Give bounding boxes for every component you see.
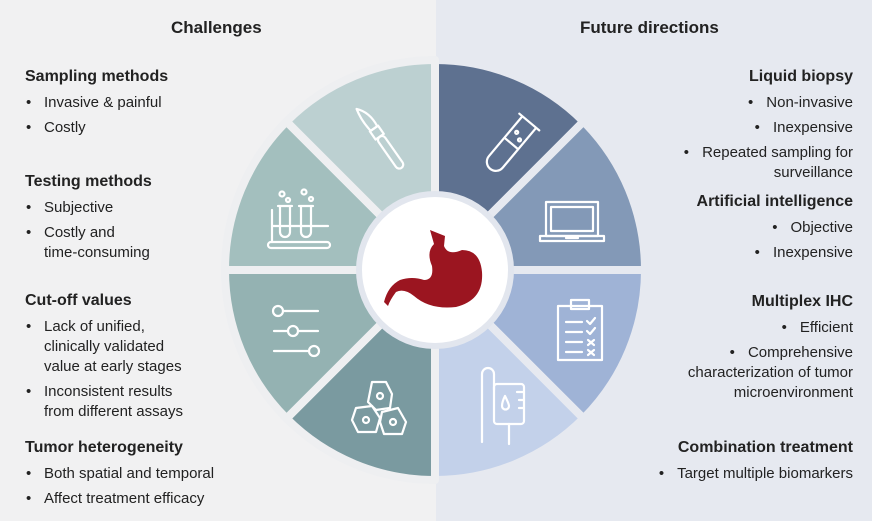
future-combination-treatment: Combination treatment • Target multiple bi… bbox=[613, 438, 853, 489]
bullet-text-line: Invasive & painful bbox=[44, 94, 162, 111]
section-title: Combination treatment bbox=[677, 439, 853, 456]
bullet-text-line: Subjective bbox=[44, 199, 114, 216]
bullet-text-line: Inexpensive bbox=[772, 119, 853, 136]
future-artificial-intelligence: Artificial intelligence • Objective • Inexpe… bbox=[613, 192, 853, 268]
bullet-text-line: Costly bbox=[44, 119, 86, 136]
scalpel-icon bbox=[355, 107, 405, 170]
clipboard-checklist-icon bbox=[556, 298, 604, 362]
bullet-text: microenvironment bbox=[733, 384, 853, 401]
bullet-text: • Inexpensive bbox=[613, 243, 853, 263]
bullet-text: time-consuming bbox=[44, 244, 150, 261]
bullet-text: clinically validated bbox=[44, 338, 165, 355]
challenges-heading: Challenges bbox=[171, 18, 262, 37]
bullet-text: • Affect treatment efficacy bbox=[26, 489, 235, 509]
bullet-icon: • bbox=[729, 344, 735, 361]
bullet-text: • Invasive & painful bbox=[26, 93, 235, 113]
sliders-icon bbox=[271, 304, 321, 358]
bullet-icon: • bbox=[26, 383, 32, 400]
bullet-text: • Lack of unified, bbox=[26, 317, 235, 337]
bullet-icon: • bbox=[26, 318, 32, 335]
bullet-item: • Both spatial and temporal bbox=[25, 464, 235, 484]
bullet-text: • Inconsistent results bbox=[26, 382, 235, 402]
bullet-text-line: Both spatial and temporal bbox=[44, 465, 215, 482]
section-title: Artificial intelligence bbox=[696, 193, 853, 210]
bullet-item: • Repeated sampling for surveillance bbox=[613, 143, 853, 183]
bullet-text: • Costly bbox=[26, 118, 235, 138]
bullet-text: value at early stages bbox=[44, 358, 182, 375]
future-directions-heading: Future directions bbox=[580, 18, 719, 37]
bullet-item: • Efficient bbox=[613, 318, 853, 338]
future-multiplex-ihc: Multiplex IHC • Efficient • Comprehensive cha… bbox=[613, 292, 853, 408]
challenge-cut-off-values: Cut-off values • Lack of unified, clinicall… bbox=[25, 291, 235, 427]
bullet-text: surveillance bbox=[773, 164, 853, 181]
section-title: Tumor heterogeneity bbox=[25, 439, 183, 456]
section-title: Testing methods bbox=[25, 173, 152, 190]
test-tube-rack-icon bbox=[266, 188, 332, 250]
bullet-text-line: Non-invasive bbox=[766, 94, 853, 111]
bullet-item: • Comprehensive characterization of tumor m… bbox=[613, 343, 853, 403]
challenge-sampling-methods: Sampling methods • Invasive & painful • Cost… bbox=[25, 67, 235, 143]
bullet-text: • Non-invasive bbox=[613, 93, 853, 113]
bullet-item: • Inconsistent results from different assa… bbox=[25, 382, 235, 422]
bullet-icon: • bbox=[26, 94, 32, 111]
bullet-icon: • bbox=[772, 219, 778, 236]
bullet-icon: • bbox=[748, 94, 754, 111]
stomach-icon bbox=[384, 230, 483, 308]
bullet-icon: • bbox=[658, 465, 665, 482]
bullet-text-line: Inconsistent results bbox=[44, 383, 173, 400]
bullet-text: • Subjective bbox=[26, 198, 235, 218]
test-tube-icon bbox=[485, 112, 541, 172]
challenge-tumor-heterogeneity: Tumor heterogeneity • Both spatial and tem… bbox=[25, 438, 235, 514]
bullet-item: • Non-invasive bbox=[613, 93, 853, 113]
bullet-item: • Inexpensive bbox=[613, 243, 853, 263]
bullet-text: from different assays bbox=[44, 403, 183, 420]
bullet-icon: • bbox=[26, 490, 32, 507]
bullet-item: • Inexpensive bbox=[613, 118, 853, 138]
bullet-text-line: Affect treatment efficacy bbox=[44, 490, 205, 507]
future-liquid-biopsy: Liquid biopsy • Non-invasive • Inexpensive • R… bbox=[613, 67, 853, 188]
iv-drip-icon bbox=[480, 366, 526, 446]
bullet-text-line: Lack of unified, bbox=[44, 318, 145, 335]
bullet-text: • Efficient bbox=[613, 318, 853, 338]
bullet-icon: • bbox=[754, 119, 760, 136]
bullet-text: • Comprehensive bbox=[613, 343, 853, 363]
bullet-text-line: Efficient bbox=[799, 319, 853, 336]
bullet-icon: • bbox=[26, 465, 32, 482]
section-title: Cut-off values bbox=[25, 292, 132, 309]
cells-icon bbox=[350, 380, 408, 436]
bullet-item: • Subjective bbox=[25, 198, 235, 218]
bullet-text: • Inexpensive bbox=[613, 118, 853, 138]
bullet-text-line: Costly and bbox=[44, 224, 115, 241]
section-title: Multiplex IHC bbox=[751, 293, 853, 310]
bullet-text: • Repeated sampling for bbox=[613, 143, 853, 163]
challenge-testing-methods: Testing methods • Subjective • Costly and tim… bbox=[25, 172, 235, 268]
bullet-item: • Target multiple biomarkers bbox=[613, 464, 853, 484]
bullet-icon: • bbox=[781, 319, 787, 336]
bullet-text-line: Comprehensive bbox=[747, 344, 853, 361]
bullet-text: characterization of tumor bbox=[687, 364, 853, 381]
section-title: Sampling methods bbox=[25, 68, 169, 85]
bullet-text: • Costly and bbox=[26, 223, 235, 243]
bullet-text-line: Inexpensive bbox=[772, 244, 853, 261]
section-title: Liquid biopsy bbox=[749, 68, 853, 85]
bullet-item: • Costly bbox=[25, 118, 235, 138]
bullet-icon: • bbox=[683, 144, 690, 161]
laptop-icon bbox=[538, 200, 606, 243]
bullet-text: • Both spatial and temporal bbox=[26, 464, 235, 484]
bullet-item: • Costly and time-consuming bbox=[25, 223, 235, 263]
bullet-text-line: Target multiple biomarkers bbox=[677, 465, 853, 482]
bullet-icon: • bbox=[26, 199, 32, 216]
bullet-icon: • bbox=[754, 244, 760, 261]
bullet-item: • Lack of unified, clinically validated val… bbox=[25, 317, 235, 377]
bullet-item: • Invasive & painful bbox=[25, 93, 235, 113]
bullet-icon: • bbox=[26, 119, 32, 136]
bullet-icon: • bbox=[26, 224, 32, 241]
bullet-text: • Target multiple biomarkers bbox=[613, 464, 853, 484]
bullet-text-line: Repeated sampling for bbox=[702, 144, 853, 161]
bullet-item: • Affect treatment efficacy bbox=[25, 489, 235, 509]
bullet-text-line: Objective bbox=[790, 219, 853, 236]
bullet-text: • Objective bbox=[613, 218, 853, 238]
bullet-item: • Objective bbox=[613, 218, 853, 238]
